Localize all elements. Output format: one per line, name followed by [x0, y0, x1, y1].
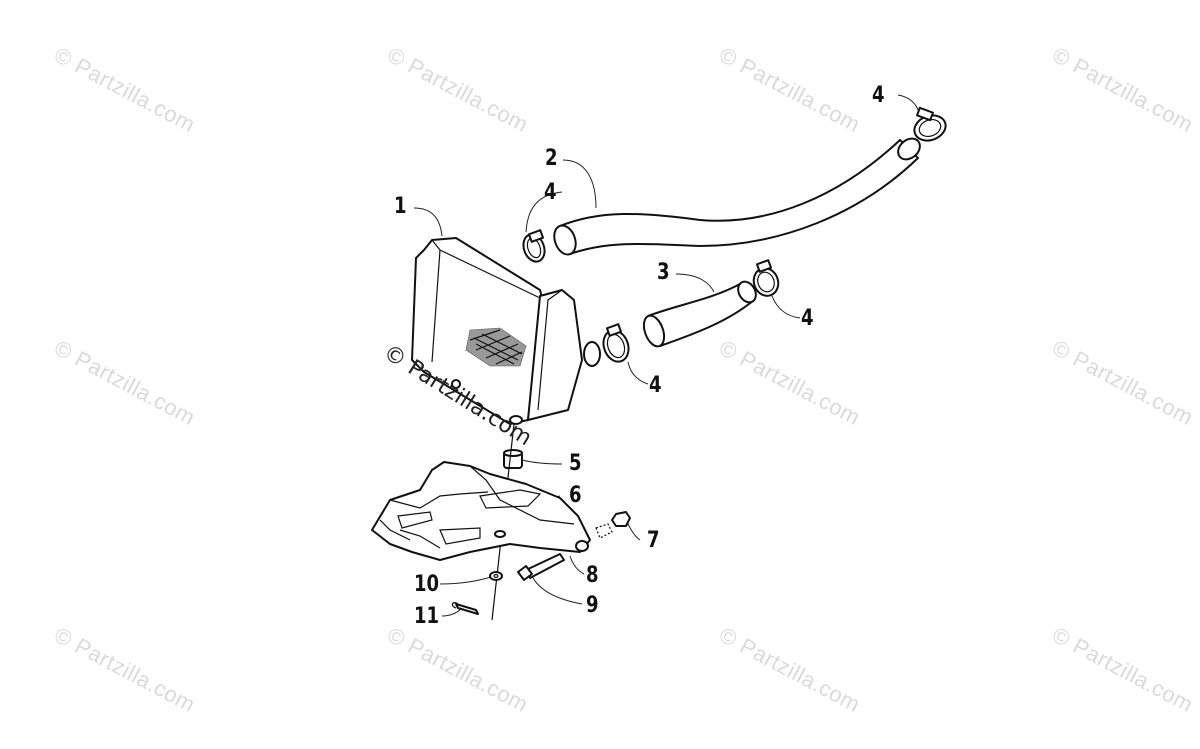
hose-clamp-part-4 — [913, 106, 947, 142]
heat-shield-part-6 — [371, 461, 591, 561]
callout-3: 3 — [657, 260, 670, 285]
muffler-part-1 — [411, 237, 601, 425]
spacer-part-8 — [575, 540, 589, 552]
callout-9: 9 — [586, 593, 599, 618]
mesh-label-plate — [465, 327, 527, 367]
grommet-part-5 — [503, 449, 523, 469]
short-hose-part-3 — [642, 280, 757, 348]
callout-5: 5 — [569, 451, 582, 476]
callout-11: 11 — [414, 604, 440, 629]
long-hose-part-2 — [553, 137, 921, 256]
washer-part-10 — [489, 571, 503, 581]
callout-8: 8 — [586, 563, 599, 588]
callout-4: 4 — [872, 83, 885, 108]
callout-10: 10 — [414, 572, 440, 597]
clip-part-11 — [451, 602, 479, 615]
callout-4: 4 — [649, 373, 662, 398]
bolt-part-9 — [517, 553, 565, 581]
callout-2: 2 — [545, 146, 558, 171]
hose-clamp-part-4 — [602, 323, 630, 363]
hose-clamp-part-4 — [522, 229, 546, 263]
callout-7: 7 — [647, 528, 660, 553]
callout-4: 4 — [801, 306, 814, 331]
hose-clamp-part-4 — [752, 259, 780, 297]
callout-6: 6 — [569, 483, 582, 508]
callout-4: 4 — [544, 180, 557, 205]
nut-part-7 — [595, 511, 631, 539]
callout-1: 1 — [394, 194, 407, 219]
